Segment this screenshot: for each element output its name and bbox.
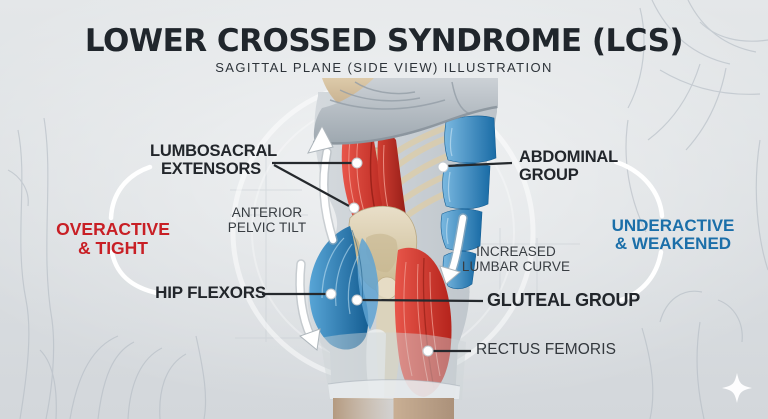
gluteal-muscle xyxy=(309,226,379,350)
shorts-hem xyxy=(328,379,460,399)
label-overactive-tight: OVERACTIVE & TIGHT xyxy=(40,220,186,258)
overactive-bracket xyxy=(108,164,160,296)
quadriceps-muscle xyxy=(394,247,452,397)
figure-body xyxy=(307,78,498,419)
label-lumbosacral-extensors: LUMBOSACRAL EXTENSORS xyxy=(150,142,278,179)
underactive-bracket xyxy=(613,159,665,303)
abdominal-muscle xyxy=(440,115,497,290)
arrow-down-lumbar xyxy=(439,213,468,285)
label-line: LUMBAR CURVE xyxy=(461,258,571,274)
label-line: UNDERACTIVE xyxy=(611,216,735,235)
leader-dots xyxy=(325,157,449,357)
label-line: EXTENSORS xyxy=(161,159,261,178)
label-underactive-weakened: UNDERACTIVE & WEAKENED xyxy=(598,216,748,254)
label-line: ANTERIOR xyxy=(231,205,303,220)
label-line: ABDOMINAL xyxy=(519,148,619,166)
label-line: PELVIC TILT xyxy=(227,219,307,235)
label-hip-flexors: HIP FLEXORS xyxy=(155,283,266,302)
page-subtitle: SAGITTAL PLANE (SIDE VIEW) ILLUSTRATION xyxy=(215,60,553,75)
label-rectus-femoris: RECTUS FEMORIS xyxy=(476,341,617,358)
label-abdominal-group: ABDOMINAL GROUP xyxy=(519,148,629,185)
leader-lines xyxy=(262,161,513,353)
pelvic-tilt-arrows xyxy=(295,124,468,351)
label-line: & WEAKENED xyxy=(614,234,732,254)
label-anterior-pelvic-tilt: ANTERIOR PELVIC TILT xyxy=(205,205,329,235)
label-gluteal-group: GLUTEAL GROUP xyxy=(487,290,641,310)
background-sketch-lines xyxy=(7,0,768,419)
label-line: GROUP xyxy=(519,165,579,184)
shirt xyxy=(313,78,498,145)
arrow-up-spine xyxy=(307,124,338,245)
arrow-down-front xyxy=(295,259,321,351)
label-line: LUMBOSACRAL xyxy=(150,142,278,160)
page-title: LOWER CROSSED SYNDROME (LCS) xyxy=(84,23,684,59)
sparkle-icon xyxy=(722,373,752,403)
label-line: INCREASED xyxy=(476,244,556,259)
label-line: OVERACTIVE xyxy=(56,219,170,239)
leg-skin xyxy=(333,398,454,419)
label-increased-lumbar-curve: INCREASED LUMBAR CURVE xyxy=(452,244,580,274)
label-line: & TIGHT xyxy=(78,237,148,258)
